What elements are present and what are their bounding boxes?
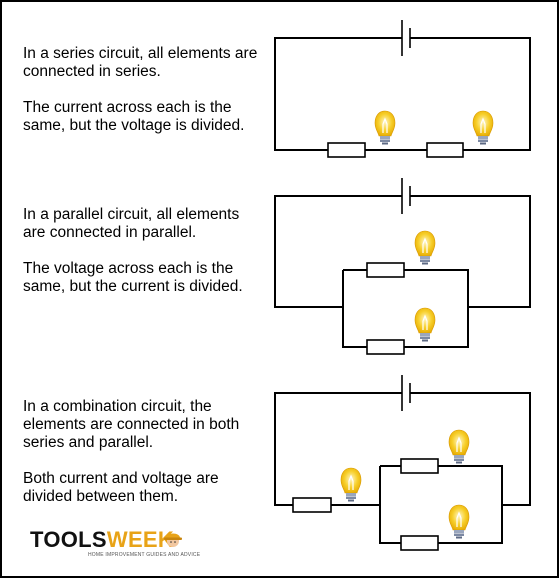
parallel-resistor-2: [366, 339, 405, 355]
bulb-icon: [472, 110, 494, 146]
bulb-icon: [448, 429, 470, 465]
bulb-icon: [340, 467, 362, 503]
logo-tagline: HOME IMPROVEMENT GUIDES AND ADVICE: [88, 552, 201, 558]
series-text-2: The current across each is the same, but…: [23, 99, 245, 134]
series-resistor-2: [426, 142, 464, 158]
series-resistor-1: [327, 142, 366, 158]
combination-description: In a combination circuit, the elements a…: [23, 398, 263, 524]
bulb-icon: [414, 230, 436, 266]
parallel-description: In a parallel circuit, all elements are …: [23, 206, 263, 314]
parallel-text-2: The voltage across each is the same, but…: [23, 260, 243, 295]
series-description: In a series circuit, all elements are co…: [23, 45, 263, 153]
series-text-1: In a series circuit, all elements are co…: [23, 45, 258, 80]
combination-resistor-series: [292, 497, 332, 513]
combination-resistor-1: [400, 458, 439, 474]
series-wire: [274, 37, 531, 151]
parallel-resistor-1: [366, 262, 405, 278]
parallel-wire: [274, 195, 531, 348]
toolsweek-logo: TOOLSWEEK: [30, 529, 174, 551]
combination-circuit: [274, 375, 531, 551]
bulb-icon: [374, 110, 396, 146]
logo-text-tools: TOOLS: [30, 527, 107, 552]
logo-text-week: WEEK: [106, 527, 175, 552]
parallel-text-1: In a parallel circuit, all elements are …: [23, 206, 240, 241]
parallel-circuit: [274, 178, 531, 355]
combination-resistor-2: [400, 535, 439, 551]
bulb-icon: [448, 504, 470, 540]
series-circuit: [274, 20, 531, 158]
combination-text-2: Both current and voltage are divided bet…: [23, 470, 219, 505]
combination-wire: [274, 392, 531, 544]
hard-hat-icon: [164, 533, 182, 547]
bulb-icon: [414, 307, 436, 343]
combination-text-1: In a combination circuit, the elements a…: [23, 398, 240, 451]
